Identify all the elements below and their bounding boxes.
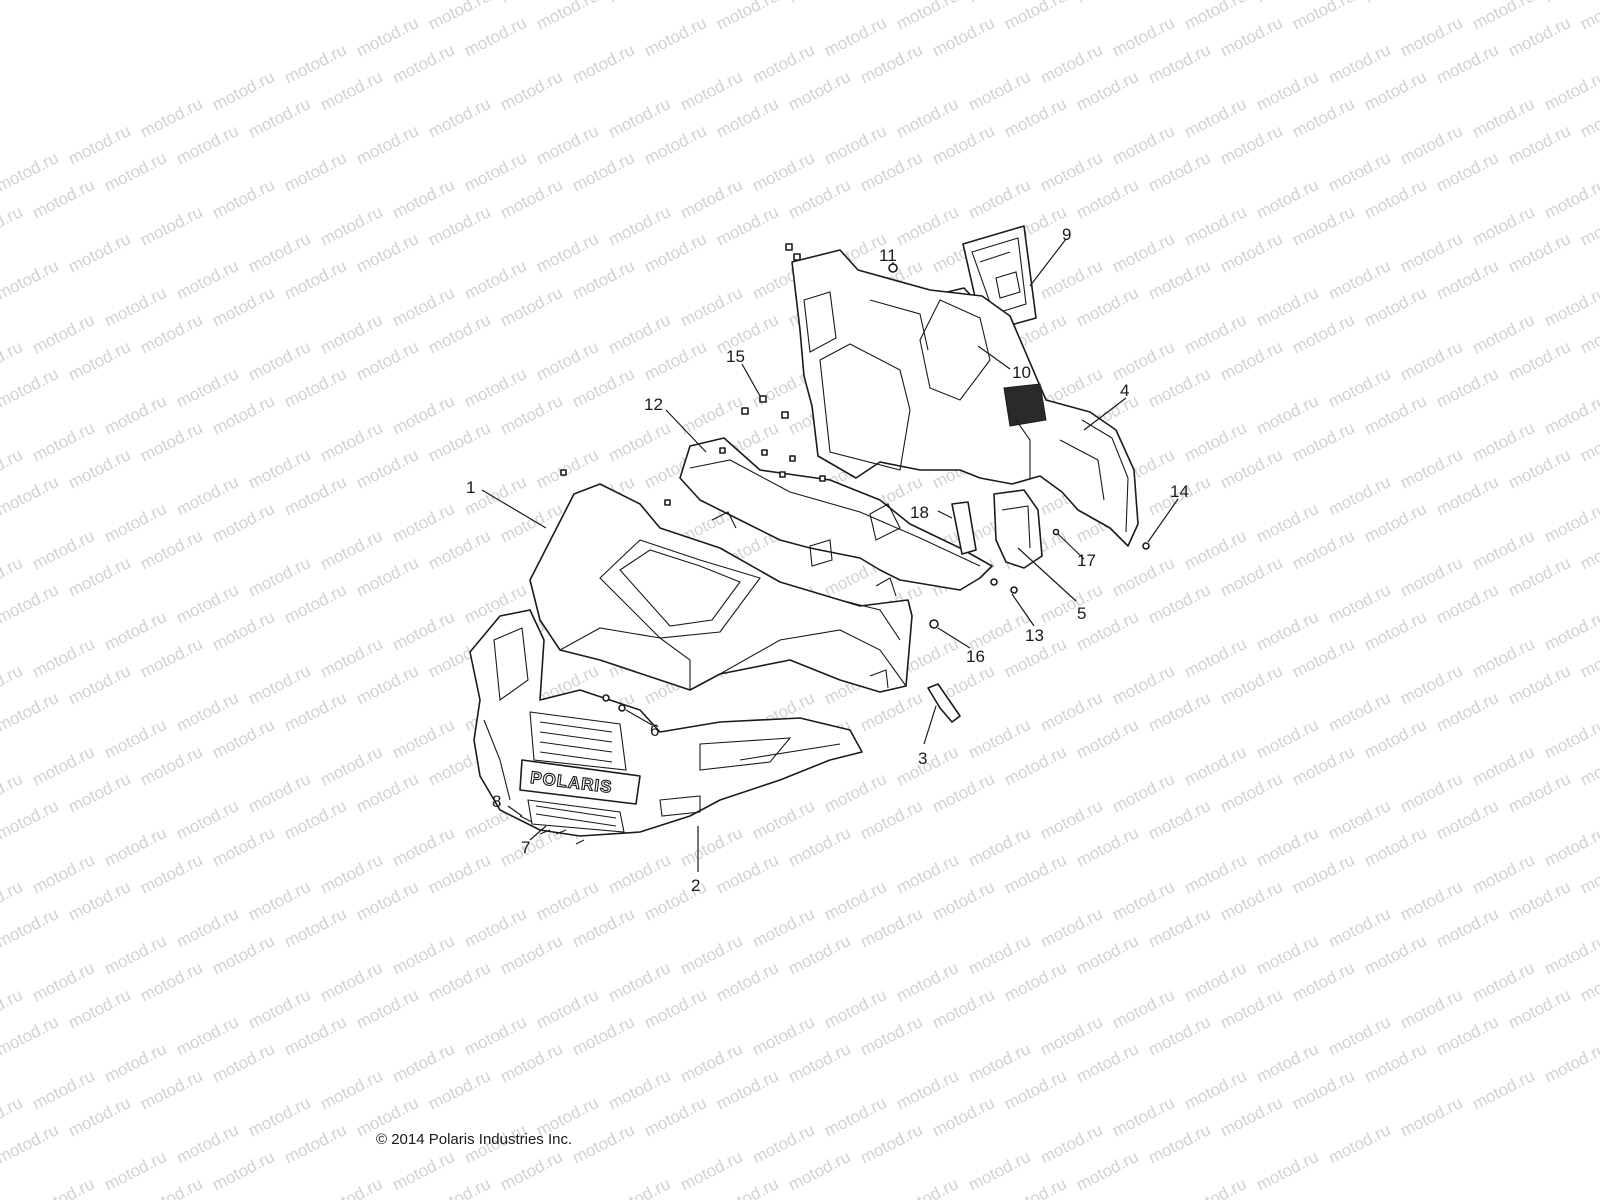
callout-9[interactable]: 9: [1062, 225, 1071, 244]
leader-17: [1057, 533, 1085, 560]
leader-8: [507, 805, 523, 817]
leader-6: [625, 709, 653, 726]
fastener-11: [888, 263, 898, 273]
fastener-16: [929, 619, 939, 629]
leader-5: [1017, 547, 1077, 602]
fastener-14: [1142, 542, 1150, 550]
callout-11[interactable]: 11: [879, 246, 897, 265]
fastener-7a: [539, 829, 551, 835]
part-5-side-panel[interactable]: [993, 489, 1043, 569]
fastener-hood-b: [664, 499, 671, 506]
part-2-front-fascia[interactable]: POLARIS: [469, 609, 863, 837]
fastener-15: [759, 395, 767, 403]
leader-9: [1029, 238, 1067, 287]
callout-13[interactable]: 13: [1025, 626, 1044, 645]
callout-16[interactable]: 16: [966, 647, 985, 666]
part-18-small-panel[interactable]: [951, 501, 977, 555]
leader-1: [481, 489, 547, 529]
leader-3: [923, 705, 937, 745]
fastener-6a: [602, 694, 610, 702]
part-3-bracket[interactable]: [927, 683, 961, 723]
fastener-7b: [555, 829, 567, 835]
callout-6[interactable]: 6: [650, 721, 659, 740]
callout-3[interactable]: 3: [918, 749, 927, 768]
fastener-dash-a: [719, 447, 726, 454]
part-1-hood[interactable]: [529, 483, 913, 693]
fastener-dash-c: [789, 455, 796, 462]
fastener-top-b: [793, 253, 801, 261]
leader-15: [741, 363, 761, 397]
callout-10[interactable]: 10: [1012, 363, 1031, 382]
fastener-17: [1052, 528, 1060, 536]
callout-1[interactable]: 1: [466, 478, 475, 497]
fastener-top-a: [785, 243, 793, 251]
callout-15[interactable]: 15: [726, 347, 745, 366]
fastener-dash-e: [779, 471, 786, 478]
leader-18: [937, 510, 953, 519]
fastener-6b: [618, 704, 626, 712]
fastener-13b: [990, 578, 998, 586]
leader-12: [665, 409, 707, 453]
fastener-8: [519, 815, 533, 823]
callout-2[interactable]: 2: [691, 876, 700, 895]
fastener-13: [1010, 586, 1018, 594]
callout-14[interactable]: 14: [1170, 482, 1189, 501]
callout-labels: 1 2 3 4 5 6 7 8 9 10 11 12 13 14 15 16 1…: [466, 225, 1189, 895]
callout-12[interactable]: 12: [644, 395, 663, 414]
callout-7[interactable]: 7: [521, 838, 530, 857]
fasteners: [519, 243, 1150, 845]
leader-4: [1083, 397, 1127, 431]
callout-8[interactable]: 8: [492, 792, 501, 811]
leader-16: [937, 627, 971, 649]
fastener-hood-a: [560, 469, 567, 476]
part-12-dash-top-panel[interactable]: [679, 437, 993, 597]
copyright-notice: © 2014 Polaris Industries Inc.: [376, 1131, 573, 1148]
leader-13: [1011, 593, 1035, 627]
fastener-dash-d: [819, 475, 826, 482]
leader-10: [977, 345, 1011, 370]
callout-5[interactable]: 5: [1077, 604, 1086, 623]
callout-4[interactable]: 4: [1120, 381, 1129, 400]
fastener-12b: [781, 411, 789, 419]
fastener-12a: [741, 407, 749, 415]
leader-7: [529, 825, 547, 841]
fastener-dash-b: [761, 449, 768, 456]
fastener-7c: [575, 839, 585, 845]
callout-17[interactable]: 17: [1077, 551, 1096, 570]
leader-14: [1147, 498, 1179, 543]
part-4-dash-assembly[interactable]: [791, 249, 1139, 547]
callout-18[interactable]: 18: [910, 503, 929, 522]
leader-lines: [481, 238, 1179, 872]
